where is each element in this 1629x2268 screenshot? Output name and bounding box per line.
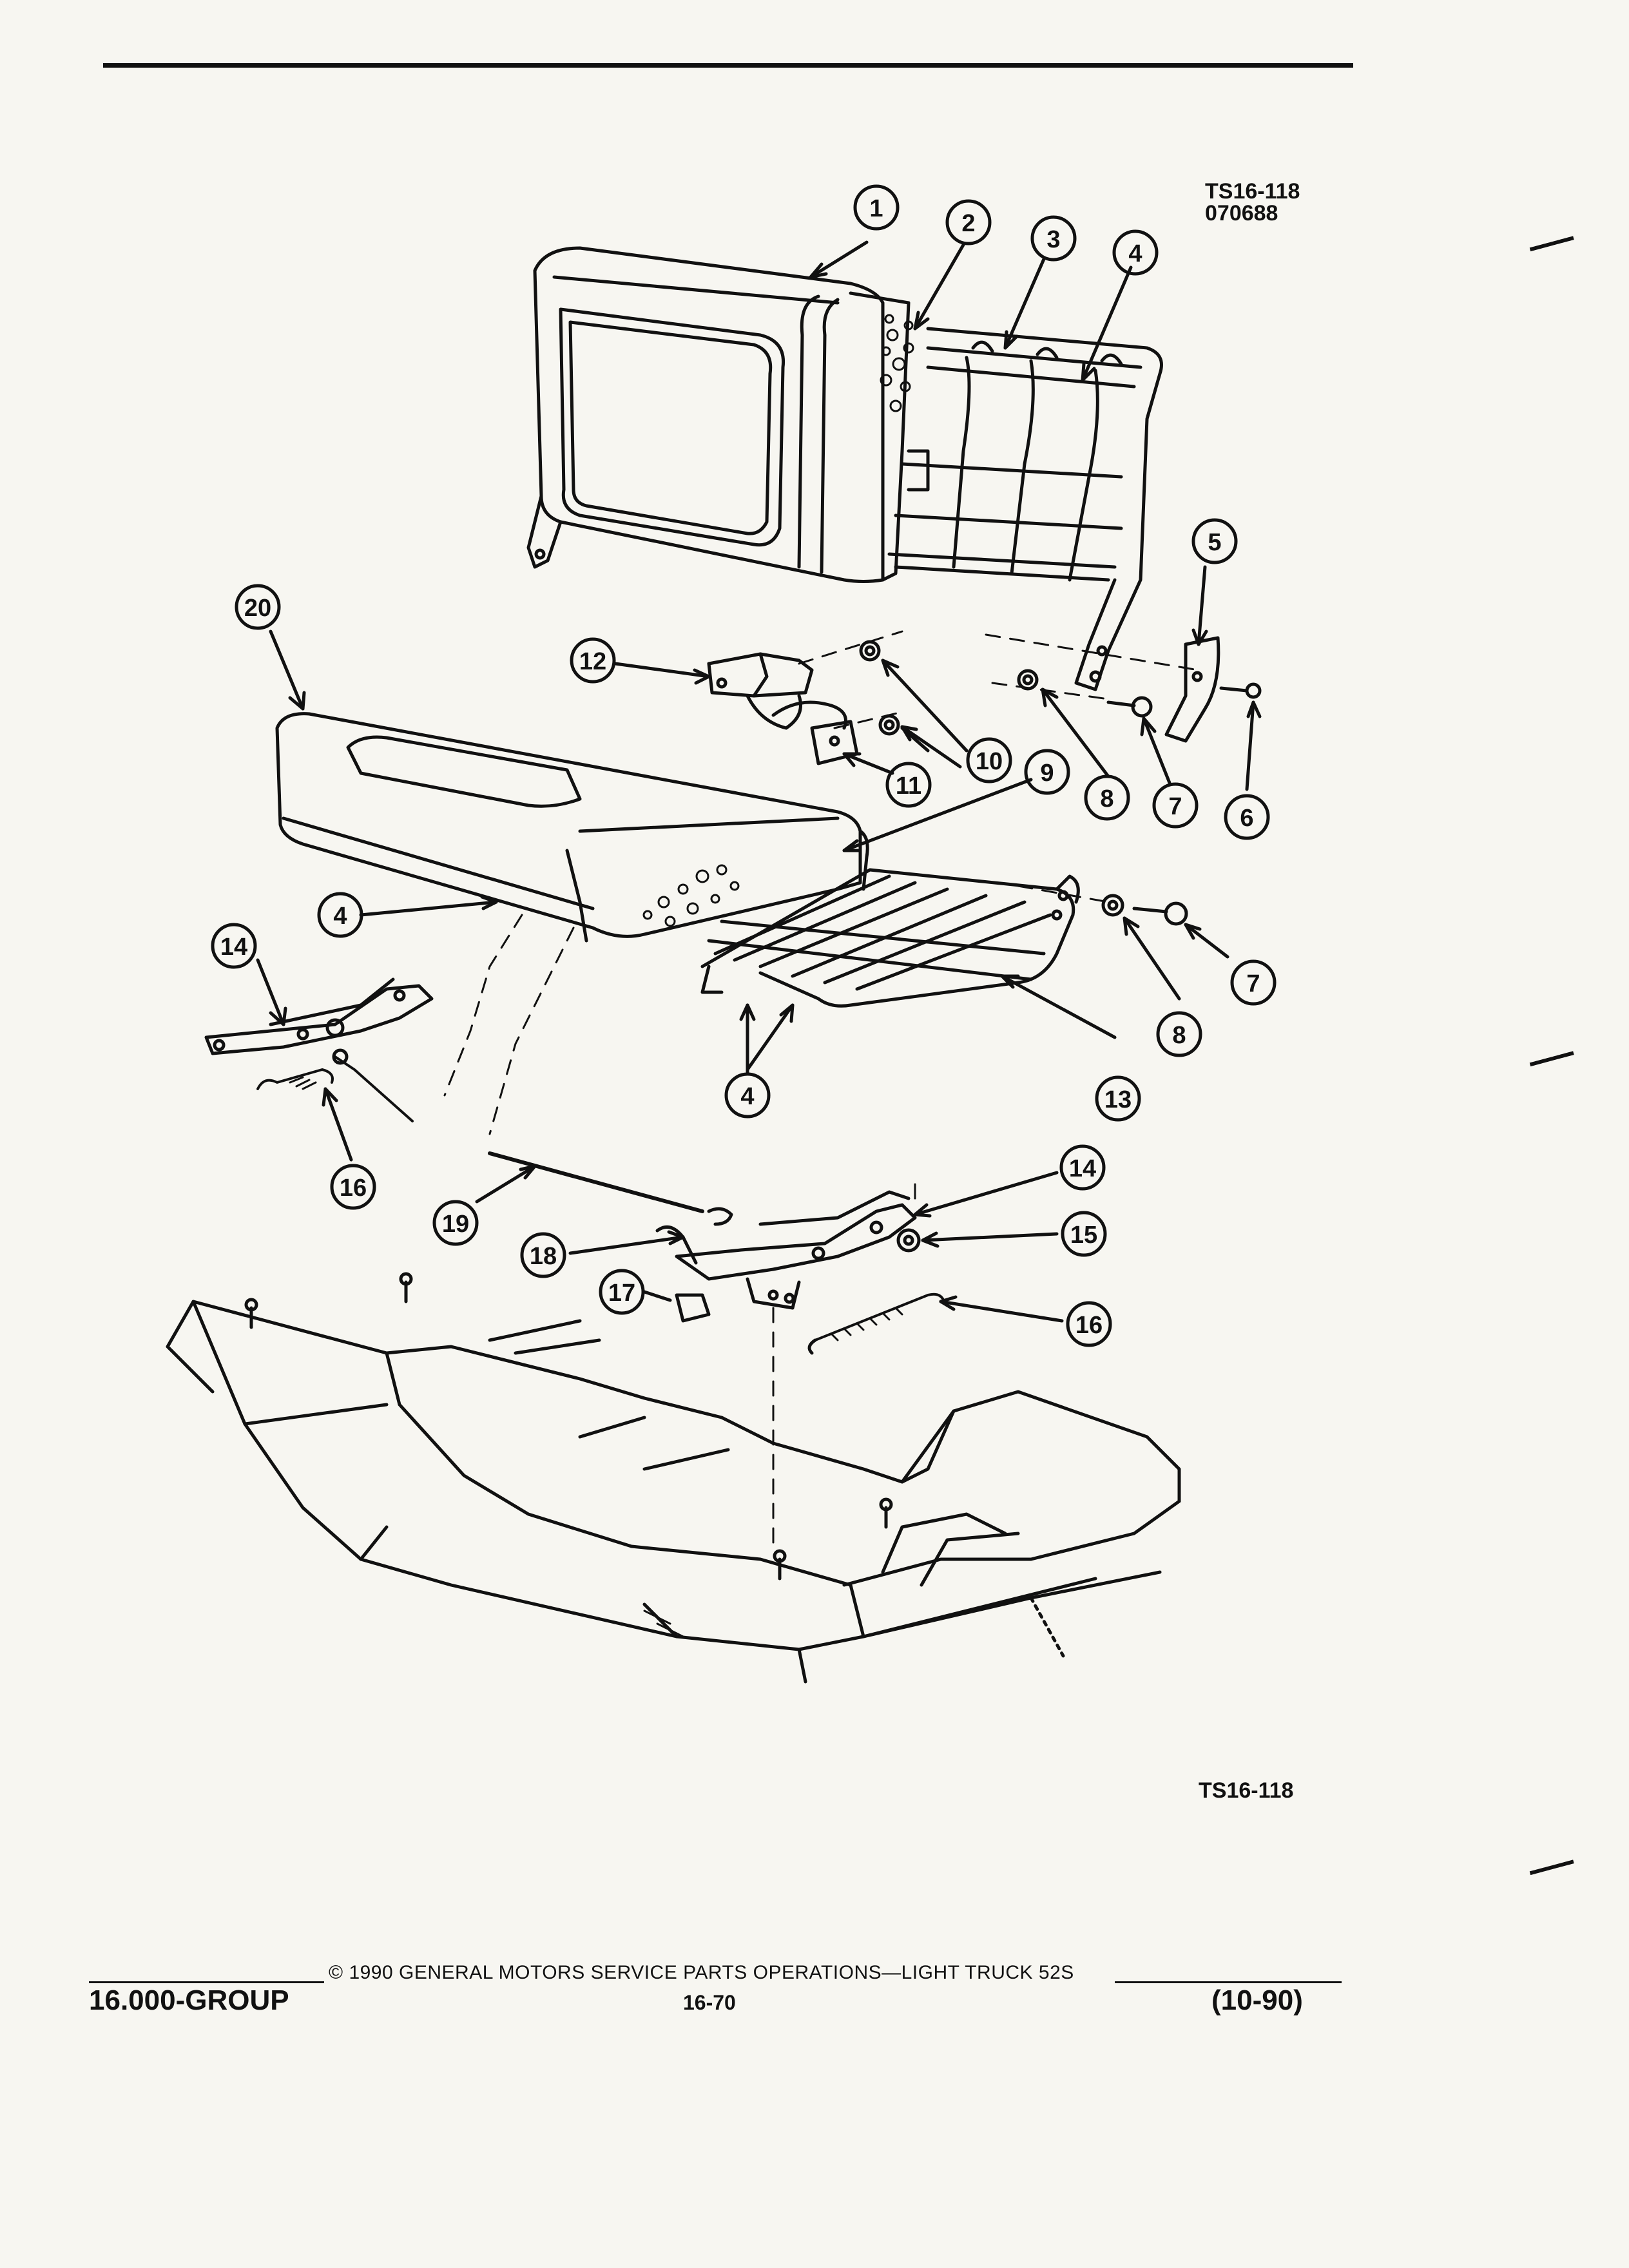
callout-14-right: 14 (1059, 1144, 1106, 1191)
alignment-lines (443, 630, 1200, 1548)
seat-cushion-frame (700, 868, 1080, 1008)
seat-cushion (275, 712, 869, 943)
callout-16-right-label: 16 (1075, 1312, 1103, 1339)
hardware (859, 640, 1262, 926)
callout-16-left-label: 16 (340, 1175, 367, 1202)
callout-1-label: 1 (869, 195, 883, 222)
callout-14-right-label: 14 (1069, 1155, 1096, 1182)
callout-5: 5 (1191, 518, 1238, 564)
callout-12-label: 12 (579, 648, 606, 675)
callout-20: 20 (235, 584, 281, 630)
footer-revision-date: (10-90) (1211, 1984, 1303, 2016)
hinge-cover (1164, 636, 1220, 743)
callout-18: 18 (520, 1232, 566, 1278)
seat-back-frame (887, 327, 1163, 691)
callout-4-left: 4 (317, 892, 363, 938)
callout-circles: 1 2 3 4 5 6 7 8 9 10 11 12 13 14 14 15 1… (211, 184, 1277, 1347)
callout-13-label: 13 (1104, 1086, 1132, 1113)
callout-8-top: 8 (1084, 774, 1130, 821)
callout-4-left-label: 4 (333, 903, 347, 930)
seat-belt-buckle-assembly (707, 652, 859, 765)
callout-11: 11 (885, 762, 932, 808)
foam-dots (880, 314, 914, 412)
callout-7-top-label: 7 (1168, 793, 1182, 820)
callout-6: 6 (1224, 794, 1270, 840)
callout-5-label: 5 (1208, 529, 1221, 556)
callout-16-left: 16 (330, 1164, 376, 1210)
cushion-foam-dots (642, 864, 740, 927)
callout-20-label: 20 (244, 595, 271, 622)
footer-group: 16.000-GROUP (89, 1984, 289, 2016)
callout-17-label: 17 (608, 1280, 635, 1307)
callout-14-left: 14 (211, 923, 257, 969)
footer-copyright: © 1990 GENERAL MOTORS SERVICE PARTS OPER… (329, 1962, 1074, 1983)
callout-11-label: 11 (896, 773, 921, 800)
callout-17: 17 (599, 1269, 645, 1315)
callout-9-label: 9 (1040, 760, 1054, 787)
callout-16-right: 16 (1066, 1301, 1112, 1347)
callout-4-top: 4 (1112, 229, 1159, 276)
callout-4-top-label: 4 (1128, 240, 1142, 267)
figure-id-block: TS16-118 070688 (1205, 180, 1300, 224)
floor-pan (166, 1272, 1181, 1684)
footer-page-number: 16-70 (683, 1991, 736, 2014)
callout-19: 19 (432, 1200, 479, 1246)
callout-1: 1 (853, 184, 900, 231)
callout-8-top-label: 8 (1100, 785, 1113, 812)
callout-12: 12 (570, 637, 616, 684)
callout-4-bottom-label: 4 (740, 1083, 754, 1110)
callout-3-label: 3 (1046, 226, 1060, 253)
callout-15-label: 15 (1070, 1222, 1097, 1249)
callout-7-top: 7 (1152, 782, 1199, 829)
callout-7-right-label: 7 (1246, 970, 1260, 997)
callout-10: 10 (966, 737, 1012, 783)
callout-19-label: 19 (442, 1211, 469, 1238)
callout-13: 13 (1095, 1075, 1141, 1122)
footer-rule-right (1115, 1981, 1342, 1983)
callout-8-right: 8 (1156, 1011, 1202, 1057)
leader-arrows (256, 240, 1262, 1323)
callout-4-bottom: 4 (724, 1072, 771, 1119)
figure-id-bottom: TS16-118 (1199, 1778, 1294, 1803)
footer-rule-left (89, 1981, 324, 1983)
callout-9: 9 (1024, 749, 1070, 795)
seat-back (526, 246, 914, 583)
callout-8-right-label: 8 (1172, 1022, 1186, 1049)
figure-date-code: 070688 (1205, 201, 1278, 226)
figure-id: TS16-118 (1205, 179, 1300, 204)
callout-3: 3 (1030, 215, 1077, 262)
callout-6-label: 6 (1240, 805, 1253, 832)
callout-15: 15 (1061, 1211, 1107, 1257)
top-rule (103, 63, 1353, 68)
callout-2-label: 2 (961, 210, 975, 237)
callout-2: 2 (945, 199, 992, 245)
callout-14-left-label: 14 (220, 934, 247, 961)
adjuster-track-left (204, 977, 434, 1122)
adjuster-track-right (488, 1151, 945, 1355)
callout-7-right: 7 (1230, 959, 1277, 1006)
callout-10-label: 10 (976, 748, 1003, 775)
callout-18-label: 18 (530, 1243, 557, 1270)
